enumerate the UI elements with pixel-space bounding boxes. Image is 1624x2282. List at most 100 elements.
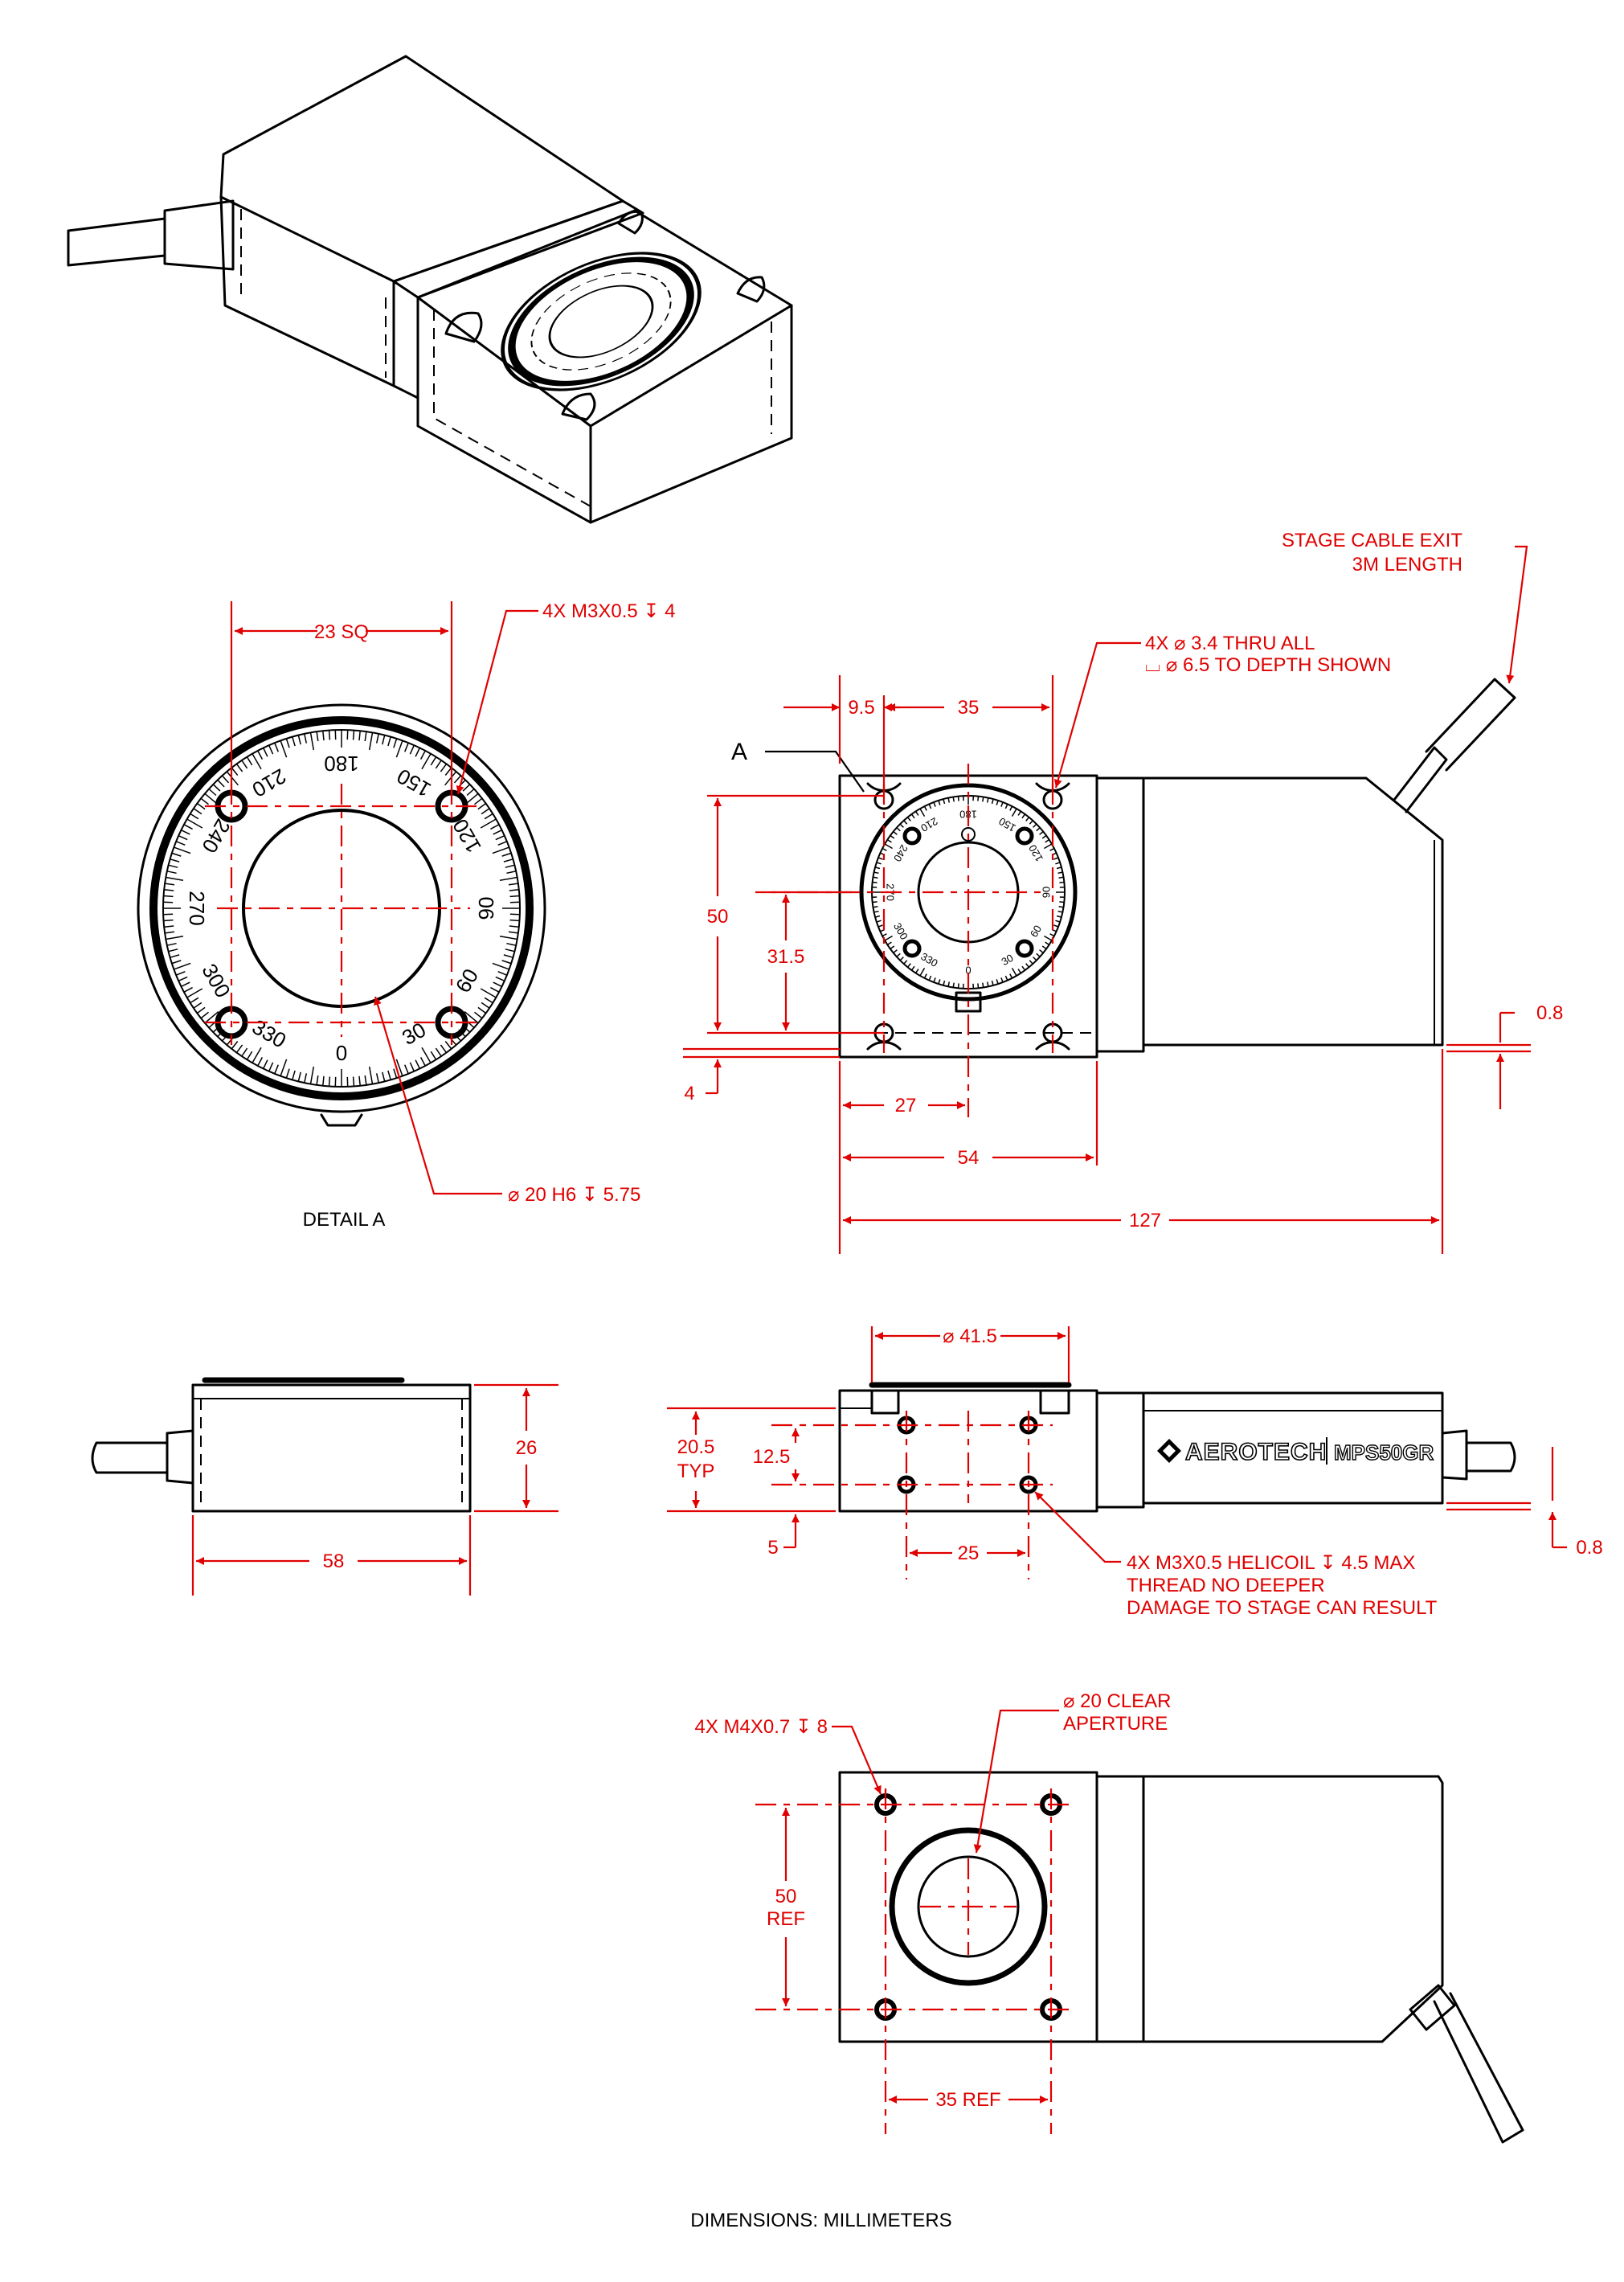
dial-tick bbox=[309, 1066, 315, 1084]
dial-label-150: 150 bbox=[996, 815, 1017, 834]
detail-caption: DETAIL A bbox=[303, 1209, 386, 1231]
dial-tick bbox=[1044, 843, 1053, 850]
dial-tick bbox=[1045, 838, 1050, 843]
dial-tick bbox=[292, 1070, 296, 1080]
dial-tick bbox=[1049, 933, 1055, 937]
dial-tick bbox=[217, 779, 225, 788]
dial-tick bbox=[393, 738, 398, 748]
iso-table-top bbox=[416, 209, 793, 428]
dial-tick bbox=[996, 979, 999, 985]
dial-tick bbox=[484, 813, 493, 820]
dial-tick bbox=[168, 864, 178, 868]
bottom-motor bbox=[1142, 1775, 1444, 2043]
dial-tick bbox=[890, 945, 895, 950]
dial-tick bbox=[896, 827, 901, 832]
dial-label-240: 240 bbox=[891, 842, 910, 863]
dim-4: 4 bbox=[684, 1083, 694, 1104]
dim-54: 54 bbox=[958, 1147, 980, 1169]
m4-holes-callout: 4X M4X0.7 ↧ 8 bbox=[694, 1716, 828, 1738]
dial-tick bbox=[493, 981, 502, 987]
dial-tick bbox=[440, 1044, 448, 1054]
dial-tick bbox=[190, 813, 199, 820]
top-cable bbox=[1425, 678, 1516, 772]
end-view: 26 58 bbox=[91, 1377, 558, 1596]
dial-tick bbox=[492, 962, 509, 970]
dial-tick bbox=[480, 818, 497, 829]
dial-tick bbox=[1021, 813, 1026, 819]
dial-tick bbox=[166, 942, 177, 946]
side-cable-boot bbox=[1441, 1429, 1468, 1481]
dim-12-5: 12.5 bbox=[753, 1446, 791, 1468]
aperture-callout-line2: APERTURE bbox=[1063, 1713, 1168, 1735]
dial-tick bbox=[480, 988, 497, 998]
side-cable bbox=[1465, 1441, 1516, 1473]
dial-label-150: 150 bbox=[393, 764, 436, 802]
dial-tick bbox=[404, 742, 409, 752]
dial-tick bbox=[163, 895, 174, 898]
model-text: MPS50GR bbox=[1334, 1440, 1434, 1465]
dial-tick bbox=[495, 835, 505, 841]
dial-tick bbox=[196, 802, 206, 810]
dial-tick bbox=[933, 977, 936, 983]
thru-holes-callout-line1: 4X ⌀ 3.4 THRU ALL bbox=[1145, 633, 1315, 654]
dial-tick bbox=[241, 760, 248, 769]
dial-tick bbox=[328, 730, 331, 740]
dim-50-ref: 50 bbox=[775, 1886, 797, 1907]
dial-tick bbox=[876, 862, 882, 865]
dial-tick bbox=[1041, 945, 1047, 950]
dial-tick bbox=[991, 980, 994, 986]
dial-tick bbox=[1000, 977, 1004, 983]
dial-tick bbox=[952, 982, 955, 988]
iso-collar-side bbox=[392, 280, 419, 399]
dim-50-ref-label: REF bbox=[767, 1908, 805, 1930]
brand-text: AEROTECH bbox=[1185, 1439, 1327, 1465]
dial-label-180: 180 bbox=[324, 752, 358, 776]
dial-tick bbox=[193, 1002, 202, 1009]
dial-tick bbox=[893, 949, 898, 954]
cable-exit-line1: STAGE CABLE EXIT bbox=[1282, 530, 1462, 551]
dim-5: 5 bbox=[767, 1537, 778, 1559]
dial-tick bbox=[466, 788, 475, 797]
dial-tick bbox=[309, 732, 315, 751]
detail-bore-callout: ⌀ 20 H6 ↧ 5.75 bbox=[508, 1184, 640, 1206]
isometric-view bbox=[67, 55, 793, 524]
dial-tick bbox=[938, 800, 941, 805]
dial-tick bbox=[1056, 867, 1062, 870]
dial-tick bbox=[241, 1047, 248, 1057]
dial-tick bbox=[212, 784, 221, 792]
iso-cable bbox=[67, 217, 166, 267]
dial-tick bbox=[906, 963, 911, 968]
dial-tick bbox=[1039, 830, 1044, 835]
dial-tick bbox=[316, 731, 319, 742]
dial-tick bbox=[168, 948, 178, 953]
dim-9-5: 9.5 bbox=[848, 697, 874, 719]
dial-tick bbox=[268, 1062, 274, 1072]
dim-23-sq: 23 SQ bbox=[314, 621, 369, 643]
top-cable-boot bbox=[1393, 746, 1448, 813]
top-motor bbox=[1142, 776, 1444, 1047]
dial-tick bbox=[490, 824, 500, 830]
iso-motor-side bbox=[219, 195, 395, 387]
dial-tick bbox=[440, 763, 448, 772]
dial-tick bbox=[285, 1068, 290, 1079]
dim-20-5: 20.5 bbox=[677, 1436, 715, 1458]
dial-tick bbox=[977, 983, 980, 989]
dial-tick bbox=[186, 818, 203, 829]
dial-tick bbox=[174, 962, 191, 970]
dial-tick bbox=[358, 1075, 361, 1086]
dial-tick bbox=[938, 979, 941, 985]
dial-tick bbox=[481, 808, 490, 815]
iso-collar-top bbox=[392, 199, 644, 299]
dial-tick bbox=[280, 740, 288, 758]
dial-tick bbox=[903, 960, 908, 965]
dial-tick bbox=[246, 1051, 253, 1060]
dial-tick bbox=[190, 997, 199, 1004]
dial-tick bbox=[444, 771, 457, 786]
dial-tick bbox=[499, 876, 517, 882]
dim-27: 27 bbox=[895, 1095, 917, 1116]
dial-tick bbox=[186, 988, 203, 998]
dial-tick bbox=[899, 957, 904, 961]
dial-tick bbox=[246, 756, 253, 766]
dial-label-300: 300 bbox=[891, 920, 910, 941]
